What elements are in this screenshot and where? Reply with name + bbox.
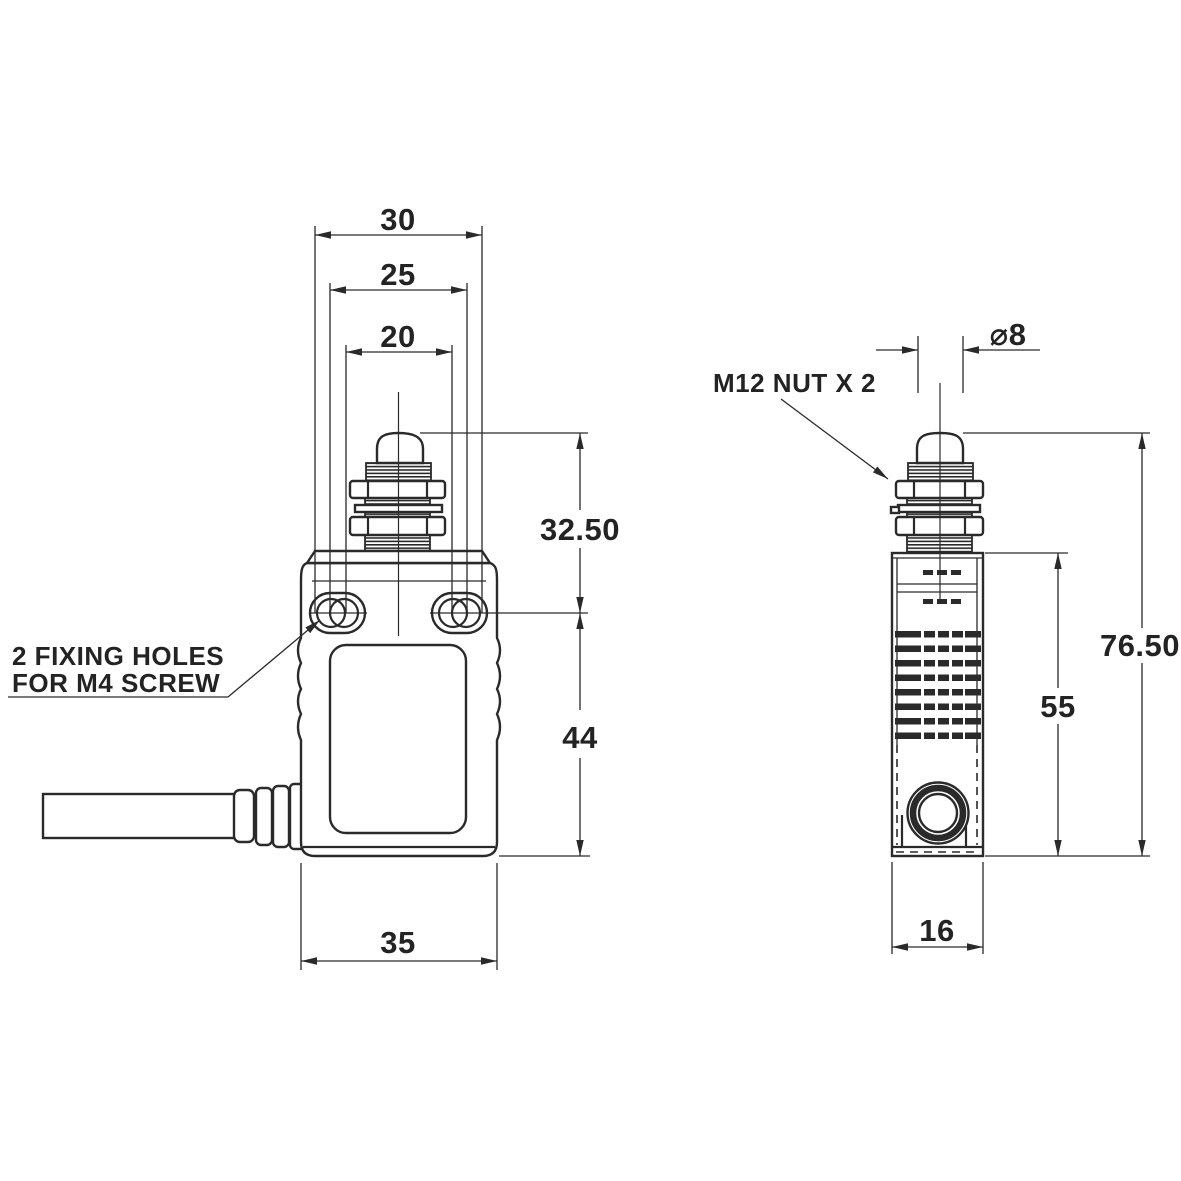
- dim-text-35: 35: [380, 925, 415, 960]
- front-body: [296, 549, 502, 858]
- dim-text-16: 16: [919, 913, 954, 948]
- front-thread-lower: [364, 534, 431, 552]
- m12-nut-leader: [780, 398, 889, 480]
- dim-text-30: 30: [380, 202, 415, 237]
- dim-text-25: 25: [380, 257, 415, 292]
- dim-text-55: 55: [1040, 689, 1075, 724]
- front-plunger-dome: [375, 431, 425, 465]
- dim-text-20: 20: [380, 319, 415, 354]
- side-view: [889, 431, 985, 858]
- centerlines: [309, 383, 1150, 857]
- cable-body: [41, 792, 237, 840]
- fixing-holes-leader: [8, 619, 321, 698]
- side-washer: [896, 503, 982, 514]
- side-body: [890, 551, 985, 858]
- side-rib-texture: [893, 630, 983, 746]
- front-cable: [41, 782, 306, 851]
- front-nut-lower: [348, 515, 447, 537]
- front-cover-plate: [328, 643, 468, 835]
- dim-text-44: 44: [562, 720, 598, 755]
- fixing-holes-note-line2: FOR M4 SCREW: [12, 668, 220, 698]
- front-nut-upper: [348, 479, 447, 500]
- cable-gland-inner: [917, 792, 959, 834]
- dim-text-3250: 32.50: [540, 512, 620, 547]
- cable-gland-ring: [909, 784, 967, 842]
- cable-rib-2: [254, 786, 274, 847]
- side-washer-tab: [889, 505, 901, 515]
- annotation-lines: [8, 226, 1150, 970]
- side-plunger: [889, 431, 985, 553]
- annotation-text: 30 25 20 32.50 44 35 ⌀8 76.50 55 16 2 FI…: [12, 202, 1180, 960]
- dim-text-7650: 76.50: [1100, 628, 1180, 663]
- side-top-dashes: [923, 570, 961, 604]
- cable-rib-3: [271, 784, 291, 849]
- cable-rib-1: [232, 788, 256, 844]
- m12-nut-note: M12 NUT X 2: [713, 368, 876, 398]
- front-view: [41, 431, 502, 858]
- front-plunger: [348, 431, 447, 552]
- fixing-holes-note-line1: 2 FIXING HOLES: [12, 641, 224, 671]
- extension-lines: [300, 226, 984, 970]
- dim-text-dia8: ⌀8: [990, 317, 1027, 352]
